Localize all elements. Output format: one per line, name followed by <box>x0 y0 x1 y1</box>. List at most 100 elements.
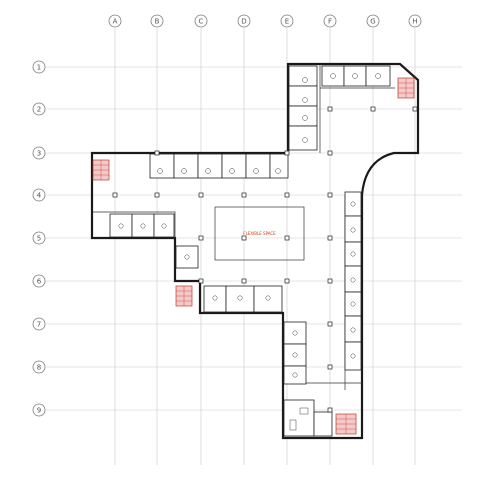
column-marker: B <box>150 14 164 28</box>
column-label: E <box>285 18 289 26</box>
row-marker: 7 <box>32 317 46 331</box>
guest-room <box>173 153 199 179</box>
structural-column <box>327 106 333 112</box>
stair-core <box>92 159 110 181</box>
column-label: A <box>113 18 118 26</box>
row-label: 8 <box>37 364 41 372</box>
column-markers: A B C D E F G H <box>108 14 422 28</box>
column-marker: D <box>237 14 251 28</box>
row-label: 6 <box>37 278 42 286</box>
flexible-space-outline <box>214 206 305 261</box>
structural-column <box>327 321 333 327</box>
structural-column <box>327 192 333 198</box>
rooms-west-wing <box>109 213 283 313</box>
rooms-south-wing <box>283 321 333 437</box>
guest-room <box>253 285 283 313</box>
flexible-space-label: FLEXIBLE SPACE <box>243 231 276 236</box>
structural-column <box>327 235 333 241</box>
guest-room <box>344 341 362 371</box>
column-label: F <box>328 18 332 26</box>
guest-room <box>344 315 362 343</box>
guest-room <box>131 213 155 238</box>
row-marker: 6 <box>32 274 46 288</box>
guest-room <box>288 65 318 87</box>
guest-room <box>175 245 199 269</box>
rooms-north-wing <box>288 65 391 151</box>
column-label: C <box>199 18 204 26</box>
column-label: B <box>155 18 160 26</box>
building-outline <box>90 62 420 440</box>
column-label: G <box>370 18 375 26</box>
guest-room <box>344 241 362 267</box>
column-marker: G <box>366 14 380 28</box>
structural-column <box>327 278 333 284</box>
row-label: 5 <box>37 235 41 243</box>
stair-core <box>335 413 357 435</box>
flexible-space: FLEXIBLE SPACE <box>214 206 305 261</box>
row-label: 9 <box>37 407 41 415</box>
rooms-top-wing <box>149 153 289 179</box>
column-marker: F <box>323 14 337 28</box>
exterior-wall <box>90 62 420 440</box>
guest-room <box>153 213 175 238</box>
structural-column <box>284 278 290 284</box>
structural-column <box>412 106 418 112</box>
column-label: D <box>241 18 246 26</box>
row-marker: 2 <box>32 102 46 116</box>
structural-column <box>284 235 290 241</box>
guest-room <box>288 85 318 107</box>
guest-room <box>343 65 367 87</box>
row-markers: 1 2 3 4 5 6 7 8 9 <box>32 60 46 417</box>
column-marker: E <box>280 14 294 28</box>
guest-room <box>288 125 318 151</box>
guest-room <box>283 321 307 345</box>
room-fixtures <box>118 73 381 431</box>
row-marker: 8 <box>32 360 46 374</box>
structural-column <box>198 278 204 284</box>
structural-column <box>370 106 376 112</box>
guest-room <box>288 105 318 127</box>
guest-room <box>225 285 255 313</box>
guest-room <box>245 153 271 179</box>
row-marker: 5 <box>32 231 46 245</box>
structural-column <box>241 278 247 284</box>
column-marker: A <box>108 14 122 28</box>
structural-column <box>198 192 204 198</box>
guest-room <box>203 285 227 313</box>
service-room <box>283 399 315 437</box>
row-marker: 9 <box>32 403 46 417</box>
guest-room <box>321 65 345 87</box>
guest-room <box>269 153 289 179</box>
structural-column <box>154 192 160 198</box>
structural-column <box>241 235 247 241</box>
row-label: 1 <box>37 64 41 72</box>
row-label: 7 <box>37 321 41 329</box>
stair-core <box>397 77 415 99</box>
guest-room <box>344 191 362 217</box>
structural-column <box>112 192 118 198</box>
guest-room <box>344 291 362 317</box>
column-marker: H <box>408 14 422 28</box>
row-marker: 3 <box>32 146 46 160</box>
row-marker: 4 <box>32 188 46 202</box>
stair-cores <box>92 77 415 435</box>
structural-column <box>327 407 333 413</box>
column-label: H <box>412 18 417 26</box>
guest-room <box>109 213 133 238</box>
guest-room <box>344 265 362 293</box>
rooms-east-wing <box>344 191 362 371</box>
structural-column <box>154 150 160 156</box>
guest-room <box>149 153 175 179</box>
stair-core <box>175 285 193 307</box>
row-marker: 1 <box>32 60 46 74</box>
row-label: 3 <box>37 150 41 158</box>
row-label: 4 <box>37 192 42 200</box>
structural-column <box>198 235 204 241</box>
grid-columns <box>114 28 416 465</box>
structural-column <box>241 192 247 198</box>
structural-column <box>284 192 290 198</box>
guest-room <box>283 343 307 367</box>
column-marker: C <box>194 14 208 28</box>
guest-room <box>344 215 362 243</box>
